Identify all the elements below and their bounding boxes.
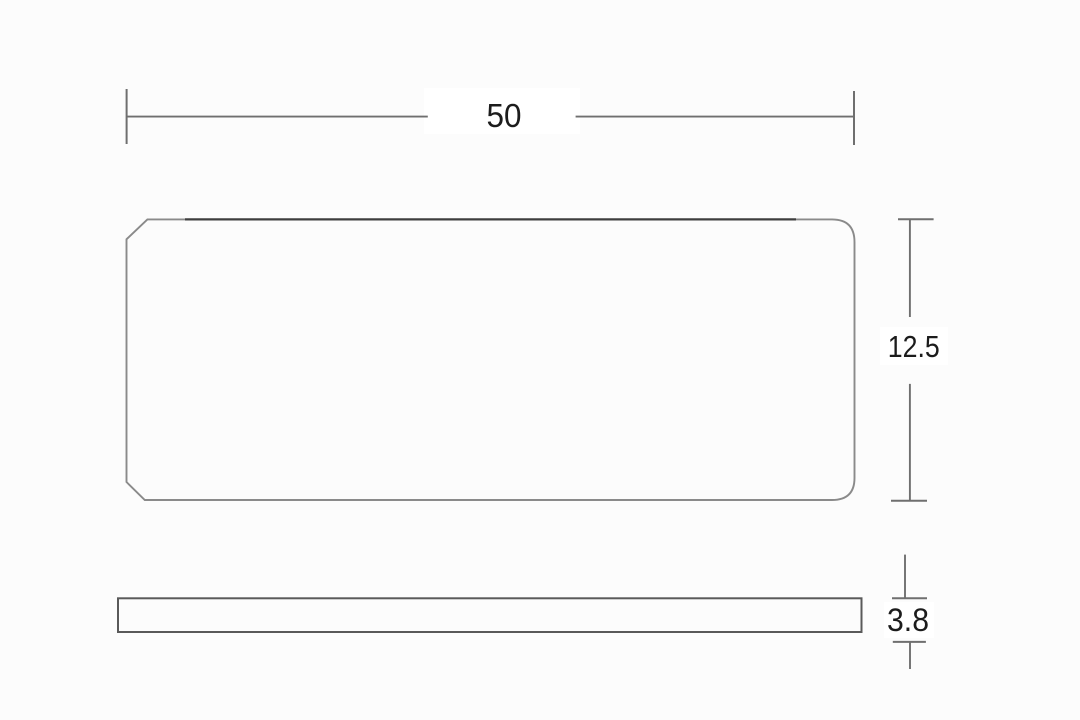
svg-text:12.5: 12.5: [888, 330, 940, 364]
svg-text:3.8: 3.8: [887, 602, 929, 638]
svg-text:50: 50: [487, 98, 522, 135]
